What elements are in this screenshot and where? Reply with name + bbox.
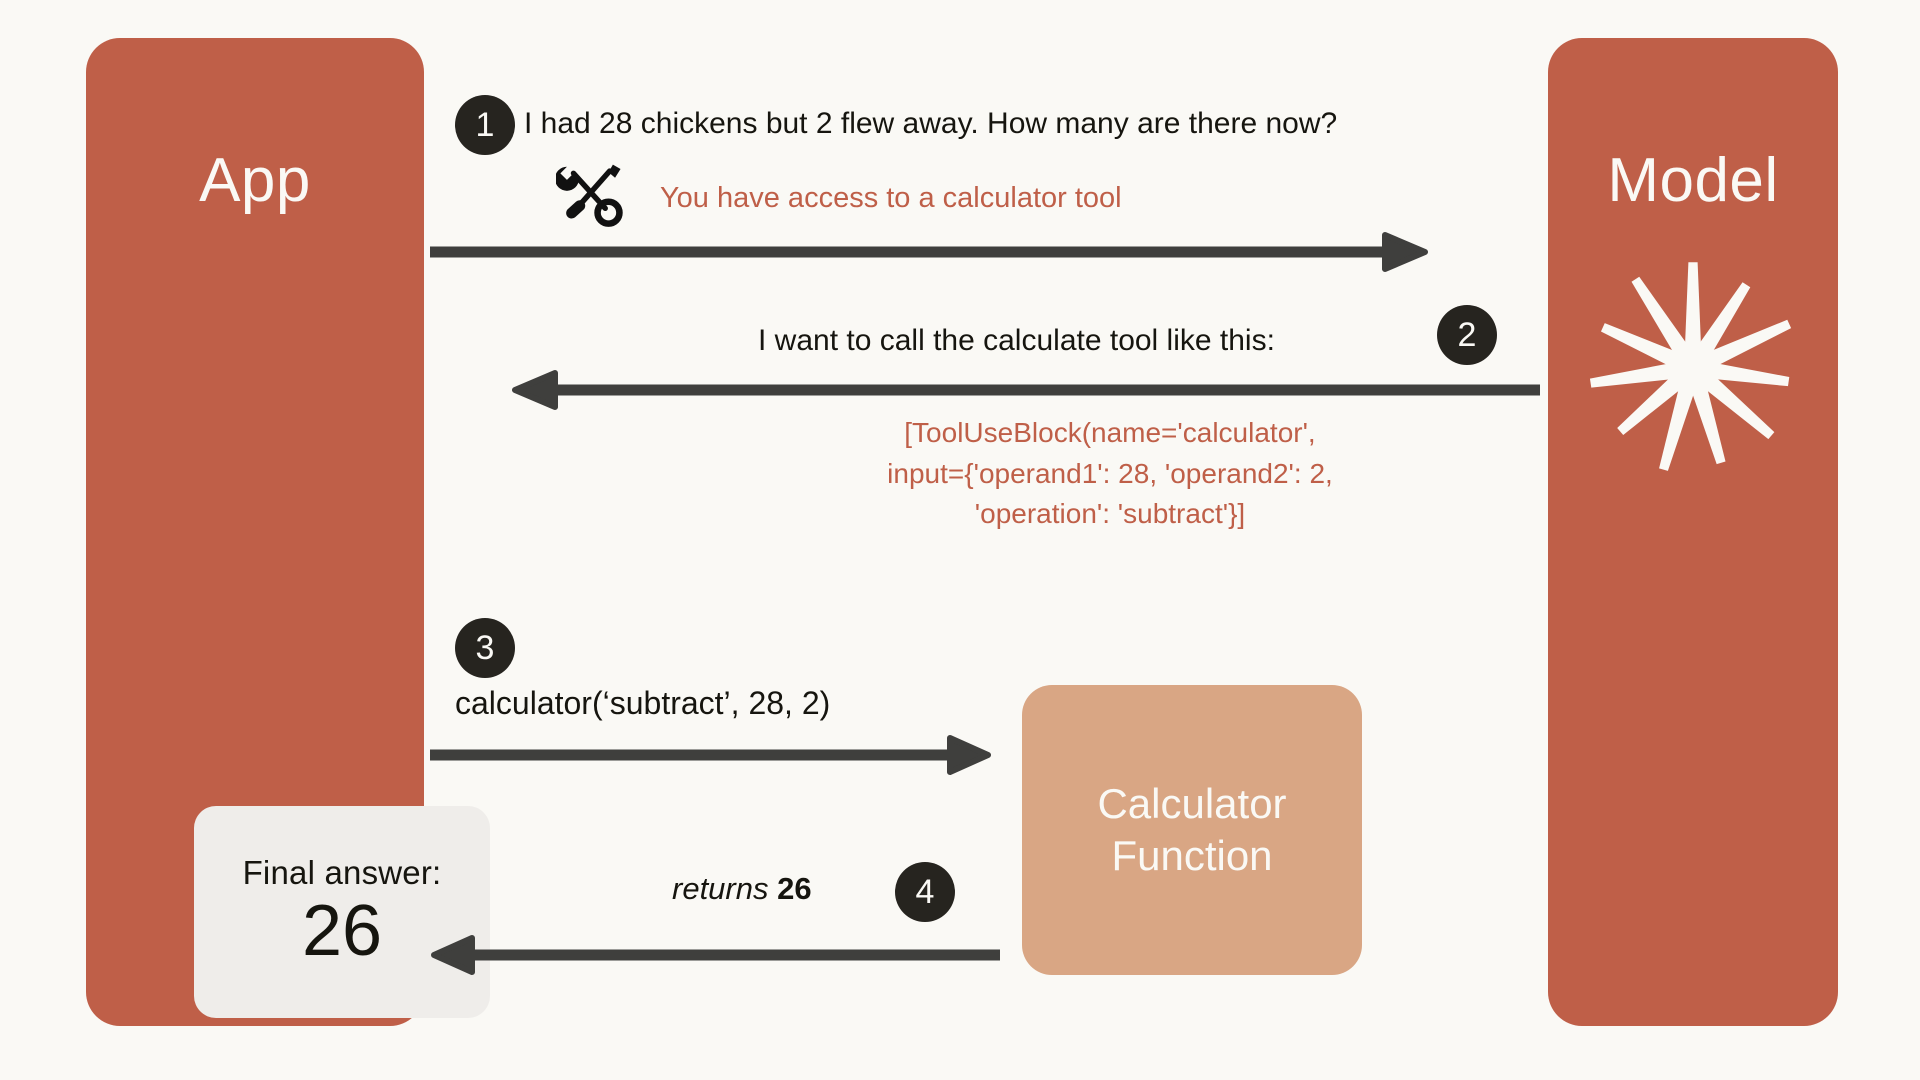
step-badge-4: 4 bbox=[895, 862, 955, 922]
model-panel-title: Model bbox=[1607, 146, 1779, 215]
app-panel: App Final answer: 26 bbox=[86, 38, 490, 1026]
calculator-box-line2: Function bbox=[1111, 832, 1273, 879]
step-1-message: I had 28 chickens but 2 flew away. How m… bbox=[524, 107, 1338, 140]
code-line-3: 'operation': 'subtract'}] bbox=[974, 498, 1246, 530]
model-panel: Model bbox=[1548, 38, 1838, 1026]
hammer-and-wrench-icon bbox=[556, 164, 623, 227]
step-2-message: I want to call the calculate tool like t… bbox=[758, 324, 1275, 357]
code-line-1: [ToolUseBlock(name='calculator', bbox=[904, 417, 1316, 448]
step-badge-3: 3 bbox=[455, 618, 515, 678]
final-answer-card: Final answer: 26 bbox=[194, 806, 490, 1018]
final-answer-value: 26 bbox=[301, 891, 383, 972]
step-4-returns-value: 26 bbox=[777, 871, 812, 906]
step-1-tool-note: You have access to a calculator tool bbox=[660, 182, 1122, 214]
code-line-2: input={'operand1': 28, 'operand2': 2, bbox=[887, 457, 1333, 489]
claude-starburst-icon bbox=[1589, 262, 1792, 471]
step-badge-2: 2 bbox=[1437, 305, 1497, 365]
arrow-app-to-model bbox=[430, 232, 1430, 272]
arrow-calculator-to-app bbox=[430, 935, 1000, 975]
calculator-function-box: Calculator Function bbox=[1022, 685, 1362, 975]
calculator-box-line1: Calculator bbox=[1097, 779, 1287, 827]
app-panel-title: App bbox=[199, 146, 311, 215]
step-4-returns-label: returns bbox=[672, 871, 778, 906]
arrow-model-to-app bbox=[510, 370, 1540, 410]
final-answer-label: Final answer: bbox=[242, 854, 442, 892]
step-2-code-block: [ToolUseBlock(name='calculator', input={… bbox=[790, 413, 1430, 535]
step-3-message: calculator(‘subtract’, 28, 2) bbox=[455, 685, 831, 721]
step-badge-1: 1 bbox=[455, 95, 515, 155]
arrow-app-to-calculator bbox=[430, 735, 991, 775]
step-4-message: returns 26 bbox=[672, 870, 812, 909]
